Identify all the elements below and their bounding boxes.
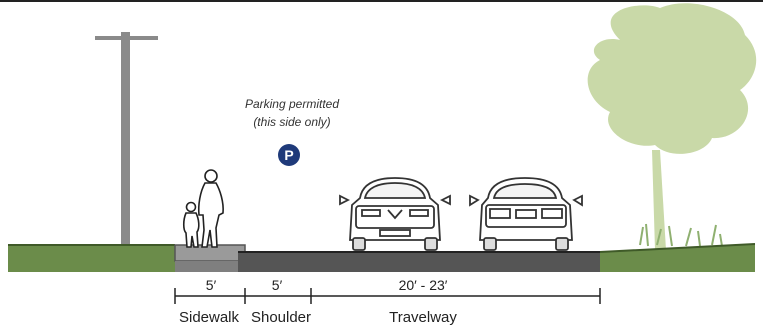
parking-note-line2: (this side only) xyxy=(253,115,330,129)
car-front-icon xyxy=(339,177,451,251)
tree-icon xyxy=(587,3,757,250)
dimension-lines xyxy=(174,288,601,304)
sidewalk-width: 5′ xyxy=(206,277,217,293)
parking-note-line1: Parking permitted xyxy=(245,97,339,111)
utility-pole-icon xyxy=(95,32,158,247)
shoulder-width: 5′ xyxy=(272,277,283,293)
parking-sign-letter: P xyxy=(284,147,293,163)
left-grass xyxy=(8,245,175,272)
sidewalk-label: Sidewalk xyxy=(179,309,240,326)
parking-sign-icon: P xyxy=(278,144,300,166)
roadway-asphalt xyxy=(238,252,600,272)
sidewalk-slab xyxy=(174,244,246,272)
pedestrians-icon xyxy=(182,169,224,248)
shoulder-label: Shoulder xyxy=(251,309,311,326)
travelway-label: Travelway xyxy=(389,309,457,326)
car-rear-icon xyxy=(469,177,583,251)
travelway-width: 20′ - 23′ xyxy=(399,277,448,293)
top-border xyxy=(0,0,763,2)
